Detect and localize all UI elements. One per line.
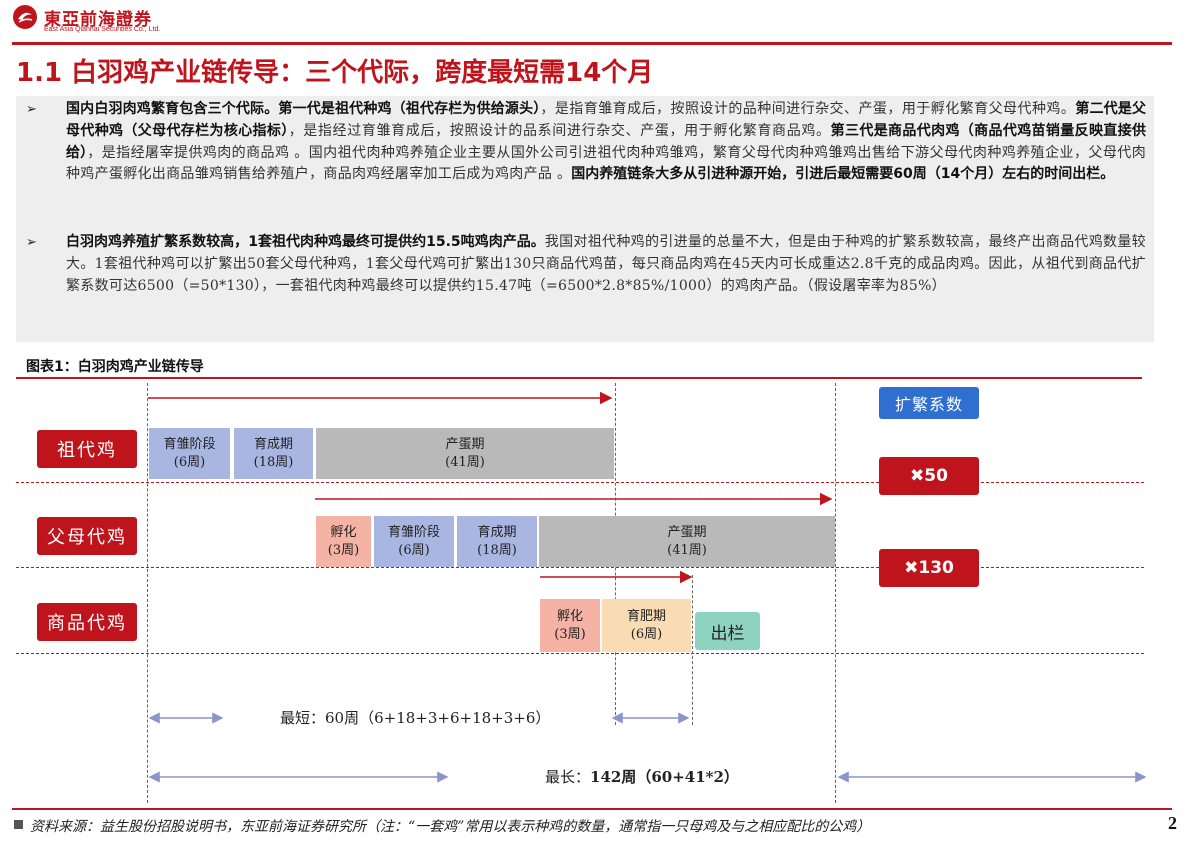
brand-name-en: East Asia Qianhai Securities Co., Ltd. bbox=[44, 26, 161, 33]
shortest-duration-label: 最短：60周（6+18+3+6+18+3+6） bbox=[280, 707, 550, 728]
stage-duration: (41周) bbox=[445, 454, 485, 470]
multiplier-130: ✖130 bbox=[879, 549, 979, 587]
summary-paragraph-2: 白羽肉鸡养殖扩繁系数较高，1套祖代肉种鸡最终可提供约15.5吨鸡肉产品。我国对祖… bbox=[66, 232, 1146, 297]
generation-label-commercial: 商品代鸡 bbox=[37, 603, 137, 641]
longest-label-prefix: 最长： bbox=[545, 768, 591, 786]
highlight-text: 国内白羽肉鸡繁育包含三个代际。第一代是祖代种鸡（祖代存栏为供给源头） bbox=[66, 101, 541, 117]
row-separator bbox=[16, 482, 1144, 483]
stage-name: 孵化 bbox=[330, 524, 357, 540]
stage-name: 产蛋期 bbox=[445, 436, 485, 452]
stage-duration: (6周) bbox=[630, 626, 663, 642]
stage-duration: (41周) bbox=[667, 542, 707, 558]
stage-duration: (3周) bbox=[554, 626, 586, 642]
stage-brooding: 育雏阶段 (6周) bbox=[374, 516, 454, 567]
stage-name: 育雏阶段 bbox=[387, 524, 440, 540]
row-separator bbox=[16, 653, 1144, 654]
stage-hatching: 孵化 (3周) bbox=[540, 599, 600, 652]
stage-rearing: 育成期 (18周) bbox=[234, 428, 313, 479]
bullet-arrow-icon: ➢ bbox=[26, 235, 37, 250]
stage-duration: (6周) bbox=[173, 454, 206, 470]
stage-duration: (18周) bbox=[253, 454, 294, 470]
stage-name: 育成期 bbox=[253, 436, 293, 452]
stage-brooding: 育雏阶段 (6周) bbox=[149, 428, 230, 479]
body-text: ，是指经屠宰提供鸡肉的商品鸡 。国内祖代肉种鸡养殖企业主要从国外公司引进祖代肉种… bbox=[66, 144, 1146, 183]
expansion-factor-label: 扩繁系数 bbox=[879, 387, 979, 419]
timeline-guide bbox=[147, 383, 148, 803]
timeline-guide bbox=[692, 575, 693, 725]
source-bullet-icon bbox=[14, 820, 23, 829]
stage-name: 育成期 bbox=[477, 524, 517, 540]
generation-label-parent: 父母代鸡 bbox=[37, 517, 137, 555]
summary-paragraph-1: 国内白羽肉鸡繁育包含三个代际。第一代是祖代种鸡（祖代存栏为供给源头），是指育雏育… bbox=[66, 99, 1146, 186]
body-text: ，是指经过育雏育成后，按照设计的品系间进行杂交、产蛋，用于孵化繁育商品鸡。 bbox=[288, 122, 831, 139]
stage-name: 孵化 bbox=[556, 608, 583, 624]
highlight-text: 国内养殖链条大多从引进种源开始，引进后最短需要60周（14个月）左右的时间出栏。 bbox=[571, 166, 1115, 183]
stage-name: 育肥期 bbox=[626, 608, 666, 624]
stage-hatching: 孵化 (3周) bbox=[316, 516, 371, 567]
highlight-text: 白羽肉鸡养殖扩繁系数较高，1套祖代肉种鸡最终可提供约15.5吨鸡肉产品。 bbox=[66, 234, 545, 250]
body-text: 我国对祖代种鸡的引进量的总量不大，但是由于种鸡的扩繁系数较高，最终产出商品代鸡数… bbox=[66, 234, 1146, 294]
outlet-box: 出栏 bbox=[695, 612, 760, 650]
stage-laying: 产蛋期 (41周) bbox=[539, 516, 835, 567]
slide-title: 1.1 白羽鸡产业链传导：三个代际，跨度最短需14个月 bbox=[16, 58, 654, 88]
figure-divider bbox=[16, 377, 1142, 379]
row-separator bbox=[16, 567, 1144, 568]
source-note: 资料来源：益生股份招股说明书，东亚前海证券研究所（注：“一套鸡”常用以表示种鸡的… bbox=[30, 819, 871, 835]
multiplier-50: ✖50 bbox=[879, 457, 979, 495]
stage-rearing: 育成期 (18周) bbox=[457, 516, 537, 567]
stage-laying: 产蛋期 (41周) bbox=[316, 428, 614, 479]
body-text: ，是指育雏育成后，按照设计的品种间进行杂交、产蛋，用于孵化繁育父母代种鸡。 bbox=[540, 101, 1076, 117]
shortest-label-prefix: 最短： bbox=[280, 709, 326, 727]
stage-name: 育雏阶段 bbox=[163, 436, 216, 452]
longest-duration-label: 最长：142周（60+41*2） bbox=[545, 766, 739, 787]
timeline-guide bbox=[835, 383, 836, 803]
stage-duration: (3周) bbox=[327, 542, 360, 558]
figure-title: 图表1：白羽肉鸡产业链传导 bbox=[26, 359, 204, 375]
brand-logo-icon bbox=[13, 5, 37, 29]
highlight-text: 第二代是父母代种鸡（父母代存栏为核心指标） bbox=[66, 101, 1146, 139]
generation-label-grandparent: 祖代鸡 bbox=[37, 430, 137, 468]
longest-label-value: 142周（60+41*2） bbox=[590, 768, 739, 786]
stage-duration: (18周) bbox=[477, 542, 517, 558]
stage-name: 产蛋期 bbox=[667, 524, 707, 540]
footer-divider bbox=[12, 808, 1172, 810]
stage-fattening: 育肥期 (6周) bbox=[602, 599, 691, 652]
page-number: 2 bbox=[1168, 813, 1177, 833]
bullet-arrow-icon: ➢ bbox=[26, 102, 37, 117]
brand-name: 東亞前海證券 bbox=[44, 10, 152, 30]
shortest-label-value: 60周（6+18+3+6+18+3+6） bbox=[325, 709, 551, 727]
header-divider bbox=[12, 42, 1172, 45]
stage-duration: (6周) bbox=[398, 542, 430, 558]
summary-box bbox=[16, 96, 1154, 342]
highlight-text: 第三代是商品代肉鸡（商品代鸡苗销量反映直接供给） bbox=[66, 122, 1147, 161]
